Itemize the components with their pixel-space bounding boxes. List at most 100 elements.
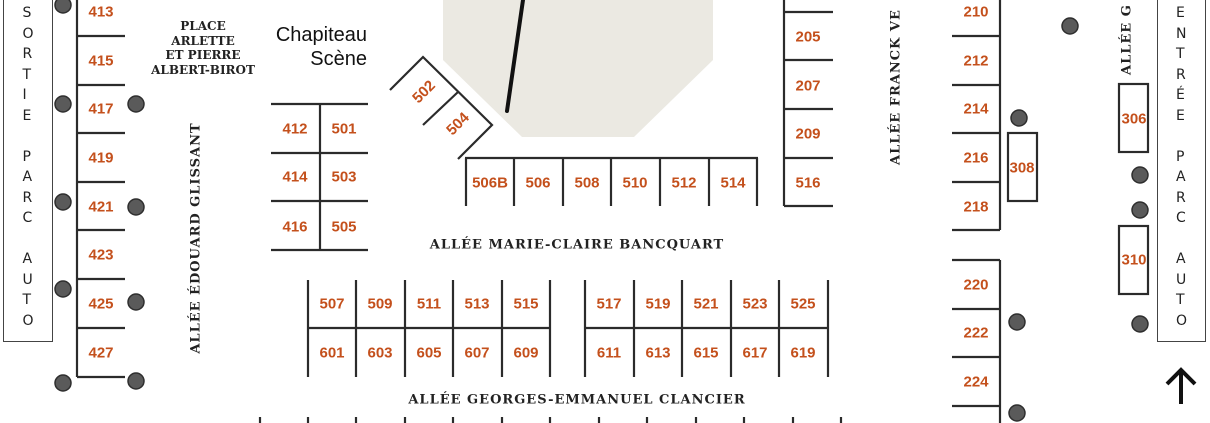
bottom-row-ticks — [258, 417, 843, 423]
stall-214[interactable]: 214 — [963, 101, 989, 118]
stall-508[interactable]: 508 — [574, 175, 599, 192]
stall-220[interactable]: 220 — [963, 277, 988, 294]
stall-517[interactable]: 517 — [596, 296, 621, 313]
stall-613[interactable]: 613 — [645, 345, 670, 362]
stall-425[interactable]: 425 — [88, 296, 113, 313]
stall-506[interactable]: 506 — [525, 175, 550, 192]
stall-519[interactable]: 519 — [645, 296, 670, 313]
stall-414[interactable]: 414 — [282, 169, 308, 186]
tree-icon — [1131, 201, 1149, 219]
label-letter: O — [1175, 312, 1188, 329]
stall-box-310 — [1117, 224, 1150, 296]
label-letter: O — [22, 25, 34, 42]
tree-icon — [1010, 109, 1028, 127]
stall-615[interactable]: 615 — [693, 345, 718, 362]
stall-619[interactable]: 619 — [790, 345, 815, 362]
stall-427[interactable]: 427 — [88, 345, 113, 362]
diagonal-stall-lines — [389, 55, 494, 160]
label-letter: É — [1175, 87, 1185, 103]
label-letter: I — [22, 87, 27, 103]
stall-601[interactable]: 601 — [319, 345, 344, 362]
alley-franck: ALLÉE FRANCK VE — [888, 9, 904, 166]
stall-511[interactable]: 511 — [417, 296, 441, 313]
stall-523[interactable]: 523 — [742, 296, 767, 313]
stall-412[interactable]: 412 — [282, 121, 307, 138]
stall-box-308 — [1006, 131, 1039, 203]
label-letter: T — [1175, 292, 1185, 308]
stall-308[interactable]: 308 — [1009, 160, 1034, 177]
stall-617[interactable]: 617 — [742, 345, 767, 362]
stall-512[interactable]: 512 — [671, 175, 696, 192]
tree-icon — [54, 280, 72, 298]
stall-207[interactable]: 207 — [795, 78, 820, 95]
stall-413[interactable]: 413 — [88, 4, 113, 21]
stall-421[interactable]: 421 — [88, 199, 113, 216]
stall-510[interactable]: 510 — [622, 175, 647, 192]
stall-417[interactable]: 417 — [88, 101, 113, 118]
stall-416[interactable]: 416 — [282, 219, 307, 236]
stall-310[interactable]: 310 — [1121, 252, 1146, 269]
label-letter — [1176, 126, 1187, 147]
label-letter — [22, 126, 33, 147]
place-label-line-3: ET PIERRE — [165, 48, 240, 62]
stall-212[interactable]: 212 — [963, 53, 988, 70]
label-letter: A — [22, 251, 33, 267]
place-label-line-4: ALBERT-BIROT — [150, 63, 255, 77]
label-letter: A — [1175, 169, 1186, 185]
label-letter: N — [1175, 25, 1187, 42]
tree-icon — [127, 293, 145, 311]
stall-506b[interactable]: 506B — [472, 175, 508, 192]
stall-514[interactable]: 514 — [720, 175, 746, 192]
stall-210[interactable]: 210 — [963, 4, 988, 21]
stall-609[interactable]: 609 — [513, 345, 538, 362]
stall-505[interactable]: 505 — [331, 219, 356, 236]
stall-224[interactable]: 224 — [963, 374, 989, 391]
stall-516[interactable]: 516 — [795, 175, 820, 192]
label-letter — [1176, 229, 1187, 250]
tree-icon — [54, 374, 72, 392]
stall-603[interactable]: 603 — [367, 345, 392, 362]
stall-515[interactable]: 515 — [513, 296, 538, 313]
stall-205[interactable]: 205 — [795, 29, 820, 46]
col-205-lines — [782, 0, 833, 208]
stall-222[interactable]: 222 — [963, 325, 988, 342]
stall-419[interactable]: 419 — [88, 150, 113, 167]
stage-pointer — [505, 0, 525, 113]
stall-218[interactable]: 218 — [963, 199, 988, 216]
stall-525[interactable]: 525 — [790, 296, 815, 313]
tree-icon — [54, 95, 72, 113]
stall-504[interactable]: 504 — [443, 109, 473, 139]
stall-503[interactable]: 503 — [331, 169, 356, 186]
stall-521[interactable]: 521 — [693, 296, 718, 313]
stall-216[interactable]: 216 — [963, 150, 988, 167]
label-letter: S — [22, 5, 32, 21]
label-letter: R — [1175, 66, 1186, 83]
stall-501[interactable]: 501 — [331, 121, 356, 138]
stall-423[interactable]: 423 — [88, 247, 113, 264]
tree-icon — [127, 95, 145, 113]
stage-label-line-1: Chapiteau — [276, 24, 367, 46]
stall-507[interactable]: 507 — [319, 296, 344, 313]
stall-box-306 — [1117, 82, 1150, 154]
tree-icon — [1061, 17, 1079, 35]
stall-607[interactable]: 607 — [464, 345, 489, 362]
stall-509[interactable]: 509 — [367, 296, 392, 313]
stage-area — [443, 0, 713, 137]
stall-209[interactable]: 209 — [795, 126, 820, 143]
label-letter: O — [22, 312, 34, 329]
stall-611[interactable]: 611 — [597, 345, 621, 362]
stage-label-line-2: Scène — [310, 48, 367, 70]
row-507-lines — [306, 280, 830, 377]
stall-502[interactable]: 502 — [409, 77, 439, 107]
label-letter: P — [22, 148, 31, 165]
stall-306[interactable]: 306 — [1121, 111, 1146, 128]
stall-415[interactable]: 415 — [88, 53, 113, 70]
stall-513[interactable]: 513 — [464, 296, 489, 313]
stall-605[interactable]: 605 — [416, 345, 441, 362]
arrow-up-icon — [1165, 367, 1197, 404]
